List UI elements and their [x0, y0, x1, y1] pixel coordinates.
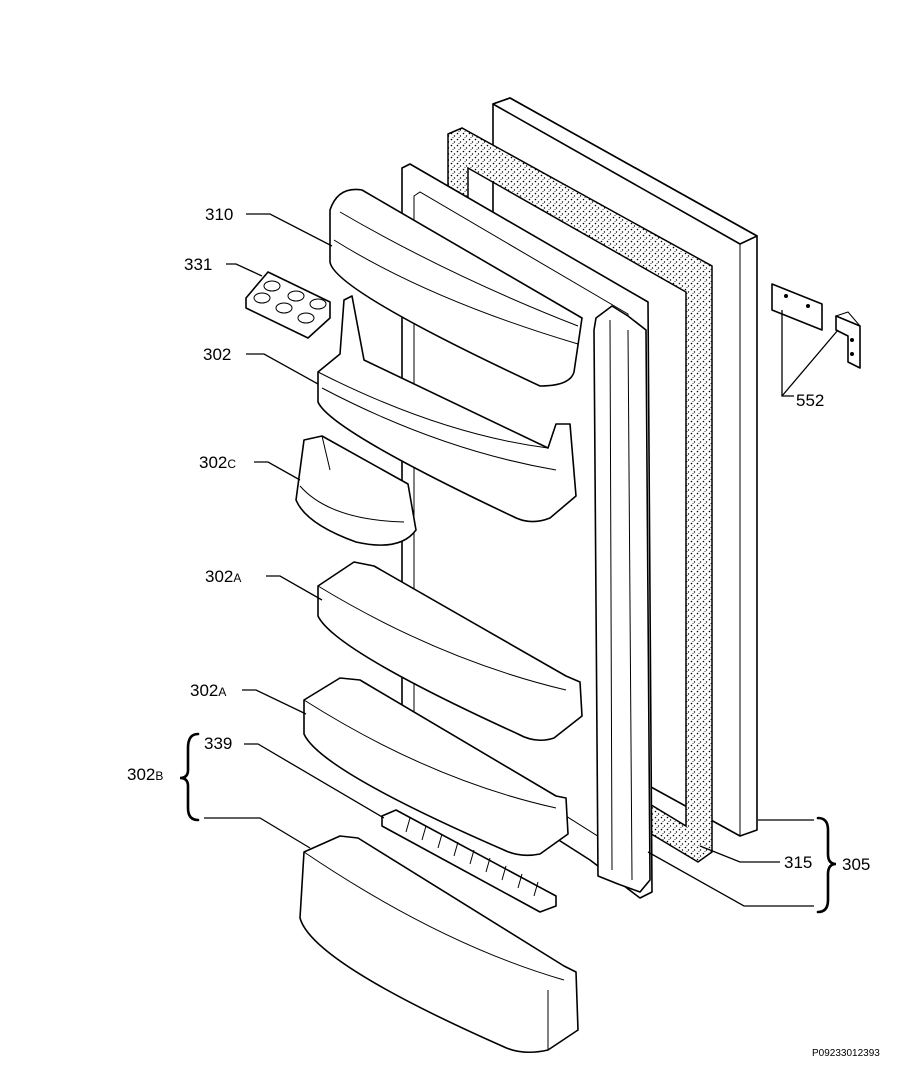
dairy-compartment-cover: [329, 188, 583, 387]
label-310: 310: [205, 205, 233, 224]
door-shelf-upper: [317, 295, 577, 523]
door-side-strip: [593, 305, 651, 893]
hinge-bracket-2: [834, 311, 861, 369]
label-302: 302: [203, 345, 231, 364]
label-302c-number: 302: [199, 453, 227, 472]
egg-tray: [245, 271, 331, 339]
leader-lines: [204, 213, 839, 907]
label-302a-lower: 302A: [190, 681, 226, 700]
door-shelf-lower: [303, 677, 569, 857]
label-302a-middle: 302A: [205, 567, 241, 586]
hinge-bracket-1: [771, 283, 823, 331]
label-302b-suffix: B: [155, 769, 163, 783]
brace-305: [816, 816, 837, 914]
label-302a-middle-suffix: A: [233, 571, 241, 585]
label-302a-lower-number: 302: [190, 681, 218, 700]
label-302a-middle-number: 302: [205, 567, 233, 586]
bottle-retainer: [381, 809, 557, 913]
label-305: 305: [842, 855, 870, 874]
bottle-shelf: [299, 835, 579, 1054]
door-half-shelf: [295, 435, 417, 546]
label-302c-suffix: C: [227, 457, 236, 471]
drawing-code: P09233012393: [812, 1048, 880, 1059]
brace-302b: [179, 732, 200, 822]
door-shelf-middle: [317, 561, 583, 742]
label-552: 552: [796, 391, 824, 410]
label-302b-number: 302: [127, 765, 155, 784]
label-302c: 302C: [199, 453, 236, 472]
label-339: 339: [204, 734, 232, 753]
label-302a-lower-suffix: A: [218, 685, 226, 699]
label-302b: 302B: [127, 765, 163, 784]
label-315: 315: [784, 853, 812, 872]
label-331: 331: [184, 255, 212, 274]
